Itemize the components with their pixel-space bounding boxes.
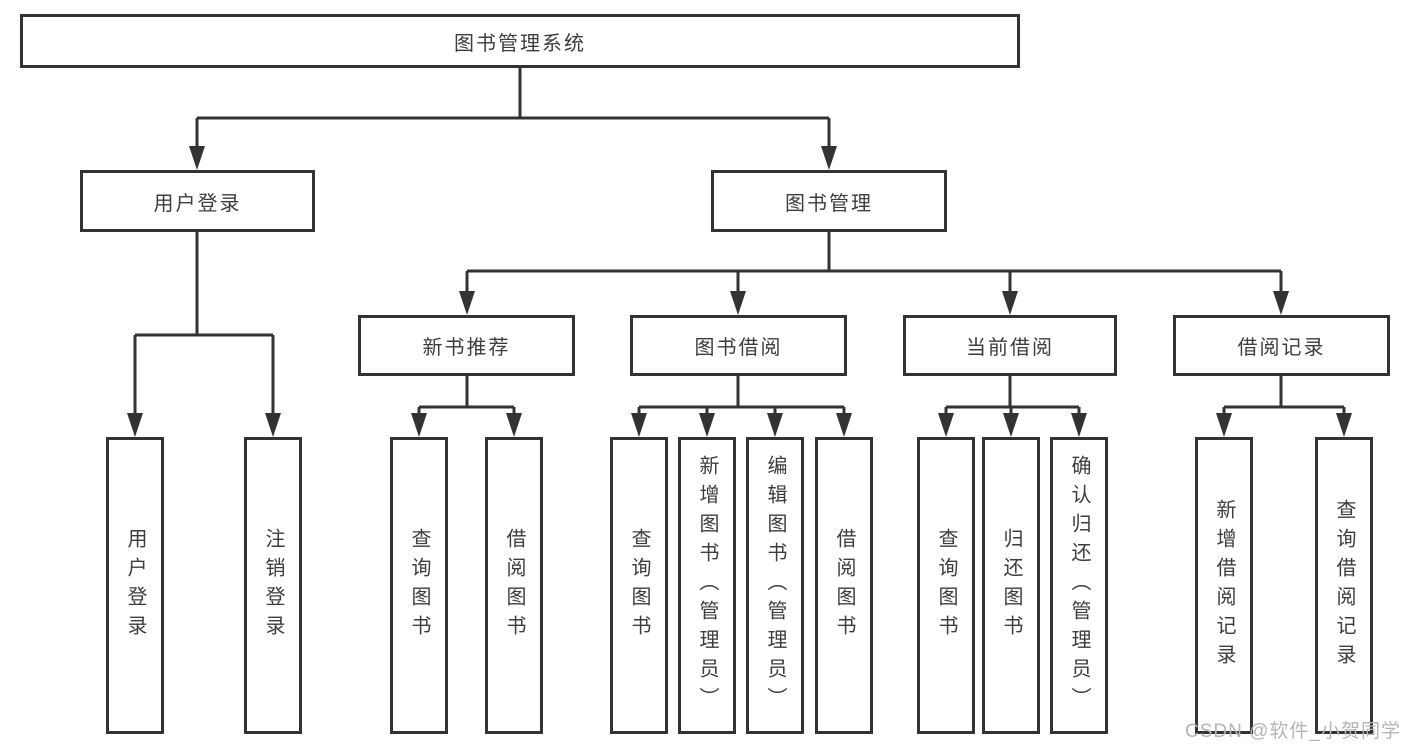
leaf-return-books: 归还图书	[982, 437, 1040, 734]
node-label: 图书管理系统	[454, 32, 586, 55]
node-label: 注销登录	[262, 527, 284, 644]
leaf-query-books-current: 查询图书	[917, 437, 975, 734]
leaf-query-borrow-record: 查询借阅记录	[1315, 437, 1373, 734]
node-label: 图书借阅	[694, 337, 783, 359]
csdn-watermark: CSDN @软件_小贺同学	[1185, 721, 1401, 742]
branch-borrow-records	[1216, 376, 1352, 437]
leaf-query-books-recommend: 查询图书	[390, 437, 448, 734]
arrowhead-icon	[1002, 291, 1018, 315]
leaf-user-login: 用户登录	[106, 437, 164, 734]
arrowhead-icon	[730, 291, 746, 315]
node-label: 借阅图书	[503, 527, 525, 644]
node-label: 查询图书	[935, 527, 957, 644]
node-current-borrowing: 当前借阅	[903, 315, 1117, 376]
leaf-edit-books-admin: 编辑图书（管理员）	[746, 437, 804, 734]
arrowhead-icon	[631, 413, 647, 437]
node-label: 当前借阅	[966, 337, 1054, 359]
arrowhead-icon	[938, 413, 954, 437]
node-library-management-system: 图书管理系统	[20, 14, 1020, 68]
leaf-borrow-books-recommend: 借阅图书	[485, 437, 543, 734]
branch-book-management	[459, 232, 1289, 315]
arrowhead-icon	[1071, 413, 1087, 437]
branch-current-borrowing	[938, 376, 1087, 437]
node-user-login: 用户登录	[80, 170, 315, 232]
branch-root	[189, 68, 837, 170]
node-label: 归还图书	[1000, 527, 1022, 644]
arrowhead-icon	[1216, 413, 1232, 437]
leaf-add-borrow-record: 新增借阅记录	[1195, 437, 1253, 734]
arrowhead-icon	[821, 146, 837, 170]
arrowhead-icon	[189, 146, 205, 170]
arrowhead-icon	[1003, 413, 1019, 437]
node-label: 新书推荐	[422, 337, 511, 359]
node-label: 确认归还（管理员）	[1068, 455, 1090, 716]
node-label: 用户登录	[153, 192, 242, 215]
branch-new-book-recommend	[411, 376, 522, 437]
arrowhead-icon	[767, 413, 783, 437]
leaf-confirm-return-admin: 确认归还（管理员）	[1050, 437, 1108, 734]
leaf-query-books-borrowing: 查询图书	[610, 437, 668, 734]
arrowhead-icon	[459, 291, 475, 315]
node-label: 查询借阅记录	[1333, 498, 1355, 673]
node-new-book-recommend: 新书推荐	[358, 315, 575, 376]
arrowhead-icon	[699, 413, 715, 437]
node-label: 查询图书	[408, 527, 430, 644]
leaf-borrow-books: 借阅图书	[815, 437, 873, 734]
leaf-add-books-admin: 新增图书（管理员）	[678, 437, 736, 734]
arrowhead-icon	[127, 413, 143, 437]
arrowhead-icon	[506, 413, 522, 437]
branch-user-login	[127, 232, 281, 437]
node-label: 用户登录	[124, 527, 146, 644]
node-book-borrowing: 图书借阅	[630, 315, 847, 376]
node-label: 新增图书（管理员）	[696, 455, 718, 716]
node-label: 编辑图书（管理员）	[764, 455, 786, 716]
node-borrow-records: 借阅记录	[1173, 315, 1390, 376]
node-label: 新增借阅记录	[1213, 498, 1235, 673]
branch-book-borrowing	[631, 376, 852, 437]
node-label: 借阅图书	[833, 527, 855, 644]
node-label: 借阅记录	[1237, 337, 1326, 359]
arrowhead-icon	[1273, 291, 1289, 315]
arrowhead-icon	[265, 413, 281, 437]
arrowhead-icon	[1336, 413, 1352, 437]
leaf-logout: 注销登录	[244, 437, 302, 734]
arrowhead-icon	[836, 413, 852, 437]
node-book-management: 图书管理	[711, 170, 947, 232]
arrowhead-icon	[411, 413, 427, 437]
node-label: 查询图书	[628, 527, 650, 644]
node-label: 图书管理	[785, 192, 873, 215]
